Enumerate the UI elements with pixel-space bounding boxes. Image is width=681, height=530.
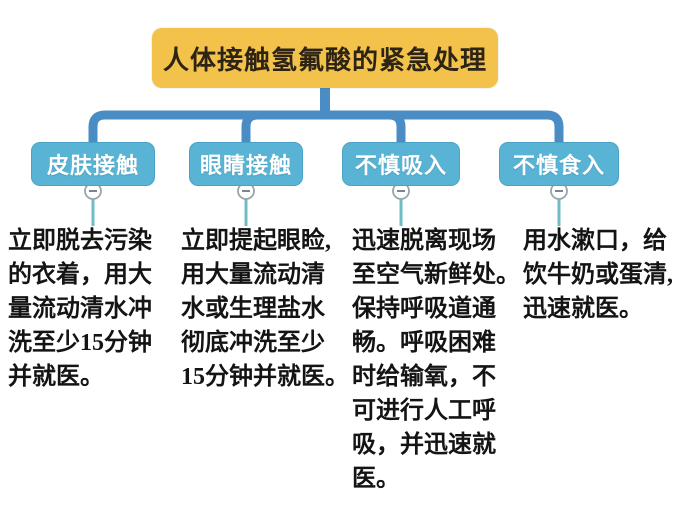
description-skin-contact: 立即脱去污染 的衣着，用大 量流动清水冲 洗至少15分钟 并就医。 [8,228,152,390]
branch-node-skin-contact[interactable]: 皮肤接触 [31,142,155,186]
branch-node-inhalation[interactable]: 不慎吸入 [342,142,460,186]
branch-node-eye-contact[interactable]: 眼睛接触 [189,142,303,186]
branch-node-ingestion[interactable]: 不慎食入 [499,142,619,186]
root-node-title[interactable]: 人体接触氢氟酸的紧急处理 [152,28,498,88]
connector-inner-bracket [241,110,406,143]
description-ingestion: 用水漱口，给 饮牛奶或蛋清, 迅速就医。 [523,228,673,322]
collapse-toggle-1[interactable] [84,182,102,200]
description-eye-contact: 立即提起眼睑, 用大量流动清 水或生理盐水 彻底冲洗至少 15分钟并就医。 [181,228,349,390]
description-inhalation: 迅速脱离现场 至空气新鲜处。 保持呼吸道通 畅。呼吸困难 时给输氧，不 可进行人… [352,228,520,492]
